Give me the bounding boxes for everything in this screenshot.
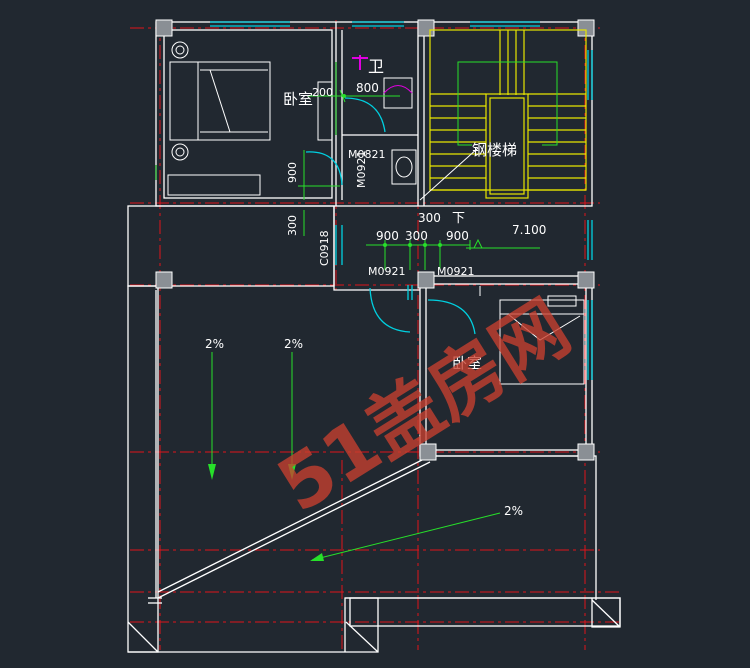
dim-300-top: 300 bbox=[418, 211, 441, 225]
dim-200: 200 bbox=[312, 86, 333, 99]
watermark-51gaifang: 51盖房网 bbox=[263, 284, 584, 529]
slope-label-2: 2% bbox=[284, 337, 303, 351]
stair-down-label: 下 bbox=[452, 211, 465, 226]
room-label-stair: 钢楼梯 bbox=[472, 141, 517, 159]
bed-top bbox=[155, 41, 333, 196]
slope-label-1: 2% bbox=[205, 337, 224, 351]
door-label-m0921-left: M0921 bbox=[368, 265, 406, 278]
bath-fixtures bbox=[352, 55, 417, 185]
dim-900-b: 900 bbox=[446, 229, 469, 243]
window-label-c0918: C0918 bbox=[318, 230, 331, 266]
dim-300-vertical: 300 bbox=[286, 215, 299, 236]
stair-arrow-lines bbox=[419, 61, 558, 201]
columns bbox=[155, 19, 595, 461]
bed-right bbox=[479, 286, 585, 385]
slope-label-3: 2% bbox=[504, 504, 523, 518]
room-label-bathroom: 卫 bbox=[368, 57, 384, 76]
dim-900-a: 900 bbox=[376, 229, 399, 243]
door-label-m0821: M0821 bbox=[348, 148, 386, 161]
room-label-bedroom-right: 卧室 bbox=[452, 354, 482, 372]
elevation-label: 7.100 bbox=[512, 223, 546, 237]
dim-800: 800 bbox=[356, 81, 379, 95]
windows bbox=[210, 21, 593, 380]
room-label-bedroom-top: 卧室 bbox=[283, 90, 313, 108]
door-label-m0921-vertical: M0921 bbox=[355, 151, 368, 189]
door-label-m0921-right: M0921 bbox=[437, 265, 475, 278]
slope-arrowheads bbox=[208, 94, 442, 561]
axis-grid bbox=[130, 20, 620, 650]
stair bbox=[429, 29, 587, 199]
dim-900-vertical: 900 bbox=[286, 162, 299, 183]
dim-300-b: 300 bbox=[405, 229, 428, 243]
